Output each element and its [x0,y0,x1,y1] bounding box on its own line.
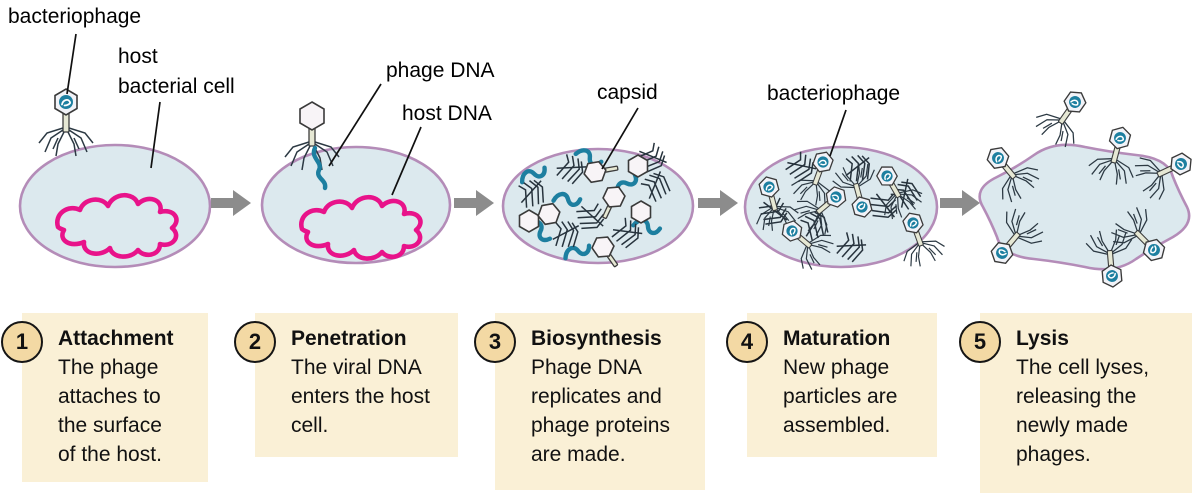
host-cell-1 [18,143,212,269]
label-bacteriophage-1: bacteriophage [8,5,142,28]
step-number-badge: 1 [1,321,43,363]
label-bacteriophage-2: bacteriophage [767,82,901,105]
step-description: Phage DNA replicates and phage proteins … [531,356,670,466]
label-host-bacterial-cell: host bacterial cell [118,45,235,98]
capsid-icon [518,209,540,233]
stage-4-cell-maturation [743,144,949,277]
step-number-badge: 2 [234,321,276,363]
step-title: Maturation [783,327,891,350]
stage-2-cell-penetration [260,101,452,265]
step-box-attachment: 1 Attachment The phage attaches to the s… [1,313,208,482]
pointer-line-capsid [601,107,639,170]
step-box-penetration: 2 Penetration The viral DNA enters the h… [234,313,458,457]
step-title: Penetration [291,327,407,350]
step-box-biosynthesis: 3 Biosynthesis Phage DNA replicates and … [474,313,705,490]
flow-arrow-3 [698,190,738,216]
step-description: New phage particles are assembled. [783,356,898,437]
capsid-icon [627,154,649,178]
step-box-lysis: 5 Lysis The cell lyses, releasing the ne… [959,313,1192,493]
host-cell-3 [501,147,695,265]
flow-arrow-4 [940,190,980,216]
phage-dna-strand [311,145,328,191]
stage-1-cell-attachment [18,88,212,269]
step-title: Lysis [1016,327,1069,350]
step-box-maturation: 4 Maturation New phage particles are ass… [726,313,937,457]
flow-arrow-2 [454,190,494,216]
capsid-icon [630,200,652,224]
stage-3-cell-biosynthesis [501,138,695,273]
step-description: The phage attaches to the surface of the… [58,356,162,466]
label-host-dna: host DNA [402,102,492,125]
pointer-line-phage-dna [328,83,382,167]
step-number-badge: 5 [959,321,1001,363]
label-capsid: capsid [597,81,658,104]
step-number-badge: 4 [726,321,768,363]
step-description: The cell lyses, releasing the newly made… [1016,356,1150,466]
step-number-badge: 3 [474,321,516,363]
step-title: Attachment [58,327,174,350]
label-phage-dna: phage DNA [386,59,495,82]
pointer-line-host-dna [391,126,422,196]
bacteriophage-icon-attached [38,88,94,157]
pointer-line-bacteriophage-2 [829,109,847,157]
stage-5-cell-lysis [972,79,1192,290]
lytic-cycle-diagram [18,33,1192,290]
pointer-line-host-cell [150,101,161,169]
flow-arrow-1 [211,190,251,216]
step-title: Biosynthesis [531,327,662,350]
step-description: The viral DNA enters the host cell. [291,356,430,437]
pointer-line-bacteriophage-1 [66,33,77,95]
released-bacteriophage-icon [1029,79,1101,154]
